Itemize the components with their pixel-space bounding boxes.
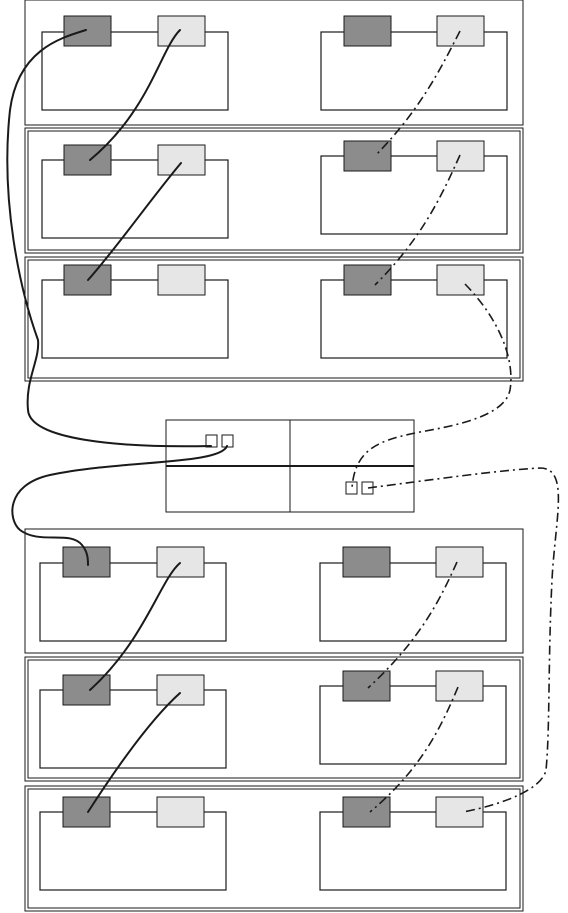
controller-port-3 xyxy=(346,482,357,494)
shelf-6-module-a-out-port xyxy=(157,797,204,827)
shelf-4 xyxy=(25,529,523,653)
shelf-4-module-a-out-port xyxy=(157,547,204,577)
shelf-2-module-b-out-port xyxy=(437,141,484,171)
shelf-1-module-b-out-port xyxy=(437,16,484,46)
shelf-5 xyxy=(25,657,523,781)
shelf-2-module-a-out-port xyxy=(158,145,205,175)
shelf-4-module-b-in-port xyxy=(343,547,390,577)
shelf-3-module-b-out-port xyxy=(437,265,484,295)
shelf-1-module-a-in-port xyxy=(64,16,111,46)
shelf-5-module-b-in-port xyxy=(343,671,390,701)
shelf-6-module-a-in-port xyxy=(63,797,110,827)
shelf-4-module-b-out-port xyxy=(436,547,483,577)
shelf-2 xyxy=(25,128,523,253)
shelf-2-module-a-in-port xyxy=(64,145,111,175)
shelf-5-module-a-in-port xyxy=(63,675,110,705)
shelf-1 xyxy=(25,0,523,125)
shelf-3-module-a-out-port xyxy=(158,265,205,295)
shelf-5-module-b-out-port xyxy=(436,671,483,701)
shelf-1-module-a-out-port xyxy=(158,16,205,46)
shelf-3 xyxy=(25,257,523,381)
shelf-5-module-a-out-port xyxy=(157,675,204,705)
controller xyxy=(166,420,414,512)
shelf-6 xyxy=(25,786,523,911)
shelf-3-module-b-in-port xyxy=(344,265,391,295)
shelf-6-module-b-out-port xyxy=(436,797,483,827)
shelf-1-module-b-in-port xyxy=(344,16,391,46)
